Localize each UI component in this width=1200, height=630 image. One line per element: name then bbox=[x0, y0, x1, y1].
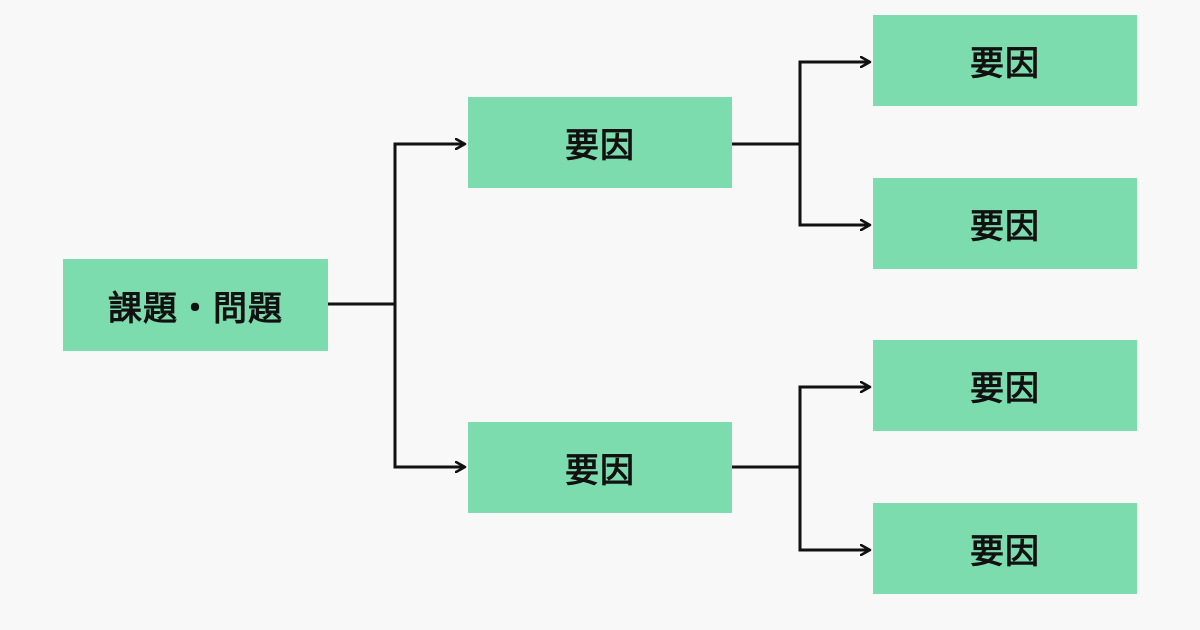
connector-branch-2-to-leaf-4 bbox=[798, 467, 870, 550]
cause-node-level2-2: 要因 bbox=[873, 178, 1137, 269]
cause-node-level2-1: 要因 bbox=[873, 15, 1137, 106]
connector-root-to-branch-1 bbox=[393, 144, 465, 304]
cause-node-label: 要因 bbox=[970, 207, 1040, 247]
connector-branch-1-to-leaf-1 bbox=[798, 62, 870, 144]
cause-node-level2-3: 要因 bbox=[873, 340, 1137, 431]
connector-branch-2-to-leaf-3 bbox=[798, 387, 870, 467]
cause-node-label: 要因 bbox=[970, 44, 1040, 84]
connector-root-to-branch-2 bbox=[393, 304, 465, 467]
cause-node-label: 要因 bbox=[970, 369, 1040, 409]
root-node-problem: 課題・問題 bbox=[63, 259, 328, 351]
connector-branch-1-to-leaf-2 bbox=[798, 144, 870, 225]
cause-node-label: 要因 bbox=[970, 532, 1040, 572]
cause-node-label: 要因 bbox=[565, 126, 635, 166]
cause-node-level2-4: 要因 bbox=[873, 503, 1137, 594]
cause-node-label: 要因 bbox=[565, 451, 635, 491]
cause-node-level1-2: 要因 bbox=[468, 422, 732, 513]
cause-node-level1-1: 要因 bbox=[468, 97, 732, 188]
root-node-label: 課題・問題 bbox=[108, 288, 283, 329]
